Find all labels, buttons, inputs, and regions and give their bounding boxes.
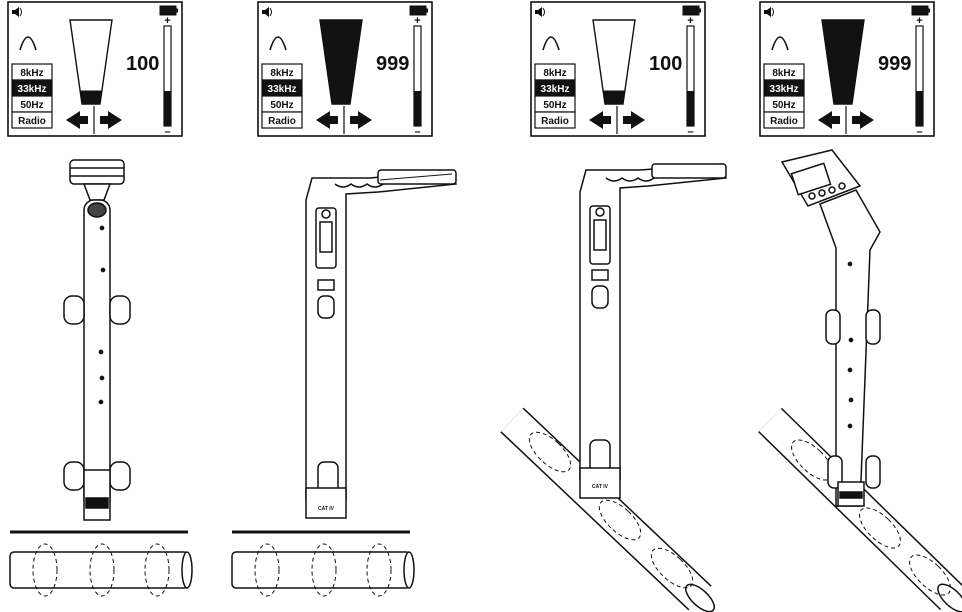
peak-response-icon [269, 36, 287, 51]
signal-reading: 999 [878, 53, 911, 75]
left-arrow-icon [623, 111, 645, 129]
right-arrow-icon [66, 111, 88, 129]
signal-reading: 999 [376, 53, 409, 75]
locator-front-view [9, 159, 193, 597]
signal-funnel-fill [80, 90, 102, 104]
gain-plus-label: + [687, 15, 693, 27]
frequency-option: Radio [268, 116, 296, 127]
left-arrow-icon [852, 111, 874, 129]
speaker-icon [535, 7, 545, 17]
peak-response-icon [19, 36, 37, 51]
left-arrow-icon [100, 111, 122, 129]
frequency-option: 8kHz [20, 68, 43, 79]
frequency-option-box [11, 111, 53, 129]
frequency-option-box [763, 111, 805, 129]
gain-minus-label: – [414, 126, 420, 138]
gain-minus-label: – [916, 126, 922, 138]
frequency-option: Radio [18, 116, 46, 127]
gain-plus-label: + [414, 15, 420, 27]
right-arrow-icon [589, 111, 611, 129]
battery-icon [159, 5, 178, 16]
signal-reading: 100 [649, 53, 682, 75]
frequency-option: 33kHz [268, 84, 297, 95]
guidance-arrows [818, 106, 874, 134]
locator-side-view [231, 169, 457, 597]
left-arrow-icon [350, 111, 372, 129]
peak-response-icon [771, 36, 789, 51]
frequency-option: 8kHz [772, 68, 795, 79]
battery-icon [911, 5, 930, 16]
speaker-icon [262, 7, 272, 17]
gain-plus-label: + [164, 15, 170, 27]
right-arrow-icon [316, 111, 338, 129]
guidance-arrows [589, 106, 645, 134]
peak-response-icon [542, 36, 560, 51]
guidance-arrows [66, 106, 122, 134]
frequency-option: 8kHz [543, 68, 566, 79]
frequency-option: 50Hz [772, 100, 795, 111]
frequency-option: 50Hz [543, 100, 566, 111]
speaker-icon [12, 7, 22, 17]
battery-icon [682, 5, 701, 16]
signal-funnel-fill [822, 20, 864, 104]
signal-funnel-fill [320, 20, 362, 104]
frequency-option: 33kHz [541, 84, 570, 95]
gain-bar-fill [164, 91, 171, 126]
gain-bar-fill [414, 91, 421, 126]
locator-perspective-angled-pipe [758, 149, 962, 612]
gain-plus-label: + [916, 15, 922, 27]
frequency-option: 50Hz [20, 100, 43, 111]
gain-minus-label: – [164, 126, 170, 138]
frequency-option-box [261, 111, 303, 129]
locator-side-view-angled-pipe [500, 163, 727, 612]
right-arrow-icon [818, 111, 840, 129]
locator-cat-label-2: CAT IV [318, 506, 335, 512]
locator-cat-label-3: CAT IV [592, 484, 609, 490]
gain-bar-fill [687, 91, 694, 126]
guidance-arrows [316, 106, 372, 134]
battery-icon [409, 5, 428, 16]
gain-bar-fill [916, 91, 923, 126]
frequency-option: Radio [541, 116, 569, 127]
frequency-option: 8kHz [270, 68, 293, 79]
frequency-option-box [534, 111, 576, 129]
frequency-option: 33kHz [18, 84, 47, 95]
signal-funnel-fill [603, 90, 625, 104]
speaker-icon [764, 7, 774, 17]
frequency-option: 50Hz [270, 100, 293, 111]
frequency-option: Radio [770, 116, 798, 127]
signal-reading: 100 [126, 53, 159, 75]
frequency-option: 33kHz [770, 84, 799, 95]
gain-minus-label: – [687, 126, 693, 138]
